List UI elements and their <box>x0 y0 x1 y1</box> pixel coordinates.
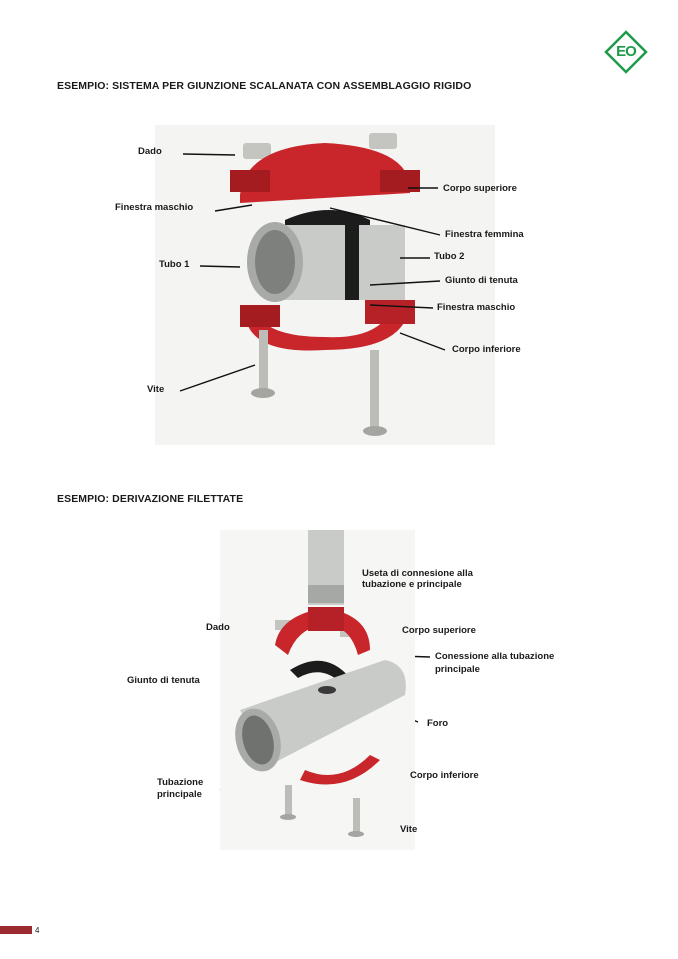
label-vite: Vite <box>147 384 165 395</box>
logo: EO <box>604 30 648 74</box>
label-corpo-superiore: Corpo superiore <box>443 183 517 194</box>
label-vite-2: Vite <box>400 824 418 835</box>
label-corpo-inferiore-2: Corpo inferiore <box>410 770 479 781</box>
footer-bar <box>0 926 32 934</box>
label-corpo-superiore-2: Corpo superiore <box>402 625 476 636</box>
logo-text: EO <box>616 43 637 60</box>
label-dado: Dado <box>138 146 162 157</box>
label-tubazione-line1: Tubazione <box>157 777 204 788</box>
label-connessione-line2: principale <box>435 664 480 675</box>
label-tubazione-line2: principale <box>157 789 202 800</box>
section2-title: ESEMPIO: DERIVAZIONE FILETTATE <box>57 493 244 505</box>
label-connessione-line1: Conessione alla tubazione <box>435 651 555 662</box>
section1-title: ESEMPIO: SISTEMA PER GIUNZIONE SCALANATA… <box>57 80 472 92</box>
label-uscita-line2: tubazione e principale <box>362 579 462 590</box>
label-tubo-2: Tubo 2 <box>434 251 465 262</box>
label-finestra-maschio-right: Finestra maschio <box>437 302 516 313</box>
label-foro: Foro <box>427 718 449 729</box>
rigid-coupling-illustration <box>230 133 420 436</box>
label-giunto-di-tenuta: Giunto di tenuta <box>445 275 518 286</box>
label-uscita-line1: Useta di connesione alla <box>362 568 473 579</box>
label-corpo-inferiore: Corpo inferiore <box>452 344 521 355</box>
page-number: 4 <box>35 926 40 935</box>
diagram-rigid-coupling <box>155 125 495 445</box>
label-dado-2: Dado <box>206 622 230 633</box>
diagram-threaded-branch <box>220 530 415 850</box>
logo-diamond-icon <box>604 30 648 74</box>
label-finestra-femmina: Finestra femmina <box>445 229 524 240</box>
label-finestra-maschio-left: Finestra maschio <box>115 202 194 213</box>
threaded-branch-illustration <box>235 530 406 837</box>
label-giunto-di-tenuta-2: Giunto di tenuta <box>127 675 200 686</box>
label-tubo-1: Tubo 1 <box>159 259 190 270</box>
